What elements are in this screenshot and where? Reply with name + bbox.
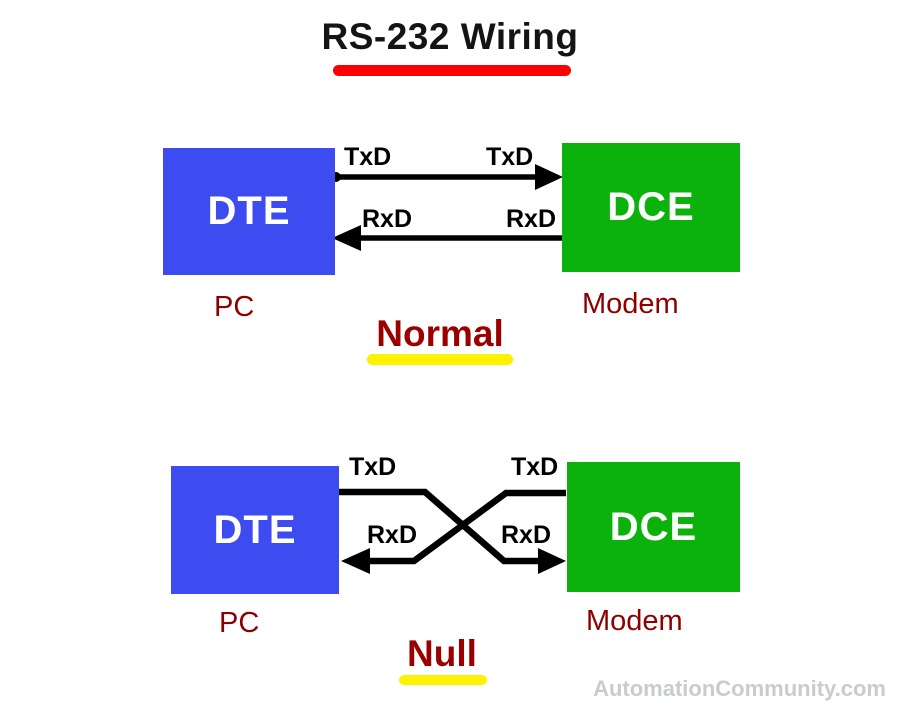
null-dte-box: DTE xyxy=(171,466,339,594)
null-txd-label-right: TxD xyxy=(511,453,559,481)
null-section-caption: Null xyxy=(407,633,477,674)
normal-modem-caption: Modem xyxy=(582,288,679,320)
normal-yellow-underline xyxy=(367,354,513,365)
null-rxd-label-left: RxD xyxy=(367,521,418,549)
null-pc-caption: PC xyxy=(219,607,260,639)
normal-dte-box: DTE xyxy=(163,148,335,275)
normal-rxd-label-left: RxD xyxy=(362,205,413,233)
normal-txd-label-right: TxD xyxy=(486,143,534,171)
null-yellow-underline xyxy=(399,675,487,685)
title-red-underline xyxy=(333,65,571,76)
page-title: RS-232 Wiring xyxy=(321,16,579,57)
null-dce-box: DCE xyxy=(567,462,740,592)
null-modem-caption: Modem xyxy=(586,605,683,637)
watermark-text: AutomationCommunity.com xyxy=(593,676,886,701)
normal-txd-label-left: TxD xyxy=(344,143,392,171)
normal-pc-caption: PC xyxy=(214,291,255,323)
normal-section-caption: Normal xyxy=(376,313,504,354)
null-rxd-label-right: RxD xyxy=(501,521,552,549)
normal-dce-box: DCE xyxy=(562,143,740,272)
null-txd-label-left: TxD xyxy=(349,453,397,481)
normal-rxd-label-right: RxD xyxy=(506,205,557,233)
